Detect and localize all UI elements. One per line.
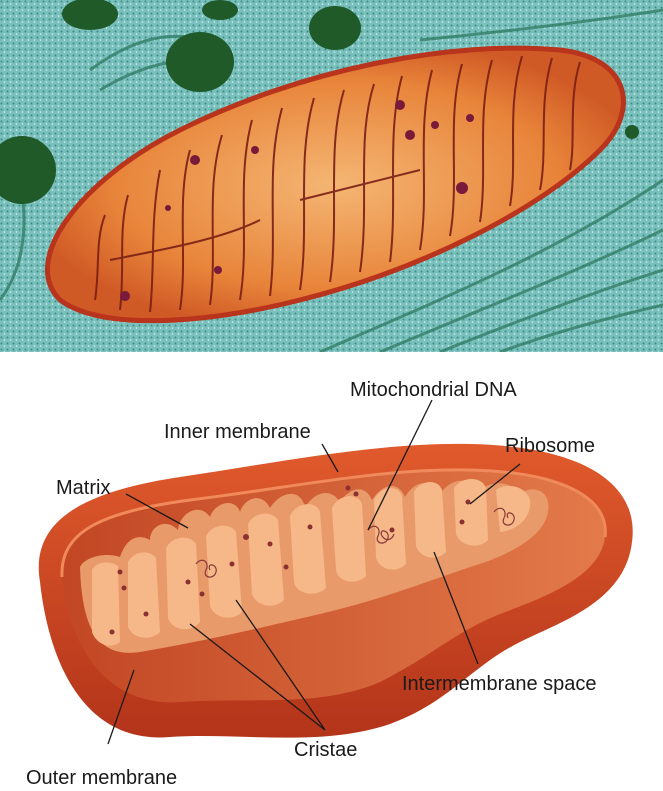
mitochondrion-micrograph [0,0,663,352]
mitochondrion-diagram: Mitochondrial DNA Inner membrane Ribosom… [0,352,663,791]
label-cristae: Cristae [294,739,357,761]
label-ribosome: Ribosome [505,435,595,457]
label-intermembrane-space: Intermembrane space [402,673,597,695]
label-inner-membrane: Inner membrane [164,421,311,443]
label-outer-membrane: Outer membrane [26,767,177,789]
label-mitochondrial-dna: Mitochondrial DNA [350,379,517,401]
label-matrix: Matrix [56,477,110,499]
